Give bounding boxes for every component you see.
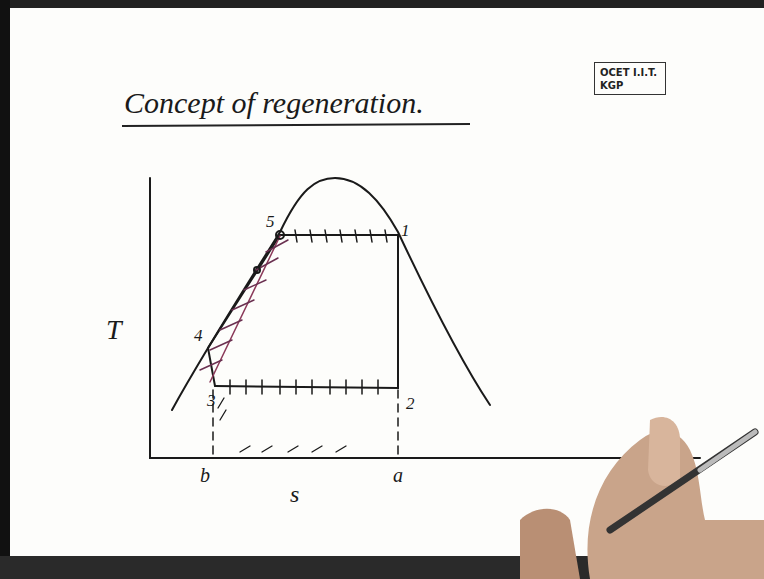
state-number: 2 <box>406 395 415 412</box>
saturation-dome <box>172 178 490 410</box>
frame-bar <box>0 0 764 8</box>
area-hatch <box>218 398 346 452</box>
finger <box>520 509 580 579</box>
state-number: 3 <box>207 392 216 409</box>
frame-bar <box>0 0 10 579</box>
axis-label: T <box>106 316 122 344</box>
cycle-line <box>215 235 398 388</box>
entropy-point: b <box>200 465 210 485</box>
axes <box>150 178 700 458</box>
title: Concept of regeneration. <box>124 88 424 118</box>
state-number: 5 <box>266 213 275 230</box>
dashed-line <box>213 390 398 460</box>
heat-marks <box>295 230 387 242</box>
cycle-line <box>208 235 280 386</box>
entropy-point: a <box>393 465 403 485</box>
pen <box>700 432 755 470</box>
state-point <box>254 267 260 273</box>
hatch <box>200 240 288 370</box>
logo-box: OCET I.I.T. KGP <box>594 62 666 95</box>
finger <box>648 417 680 486</box>
heat-marks <box>230 380 378 394</box>
state-number: 1 <box>401 222 410 239</box>
pen <box>610 432 755 530</box>
logo-text: OCET I.I.T. KGP <box>600 67 662 92</box>
state-number: 4 <box>194 327 203 344</box>
axis-label: s <box>290 482 299 506</box>
title-underline <box>122 124 470 126</box>
state-point <box>276 231 284 239</box>
